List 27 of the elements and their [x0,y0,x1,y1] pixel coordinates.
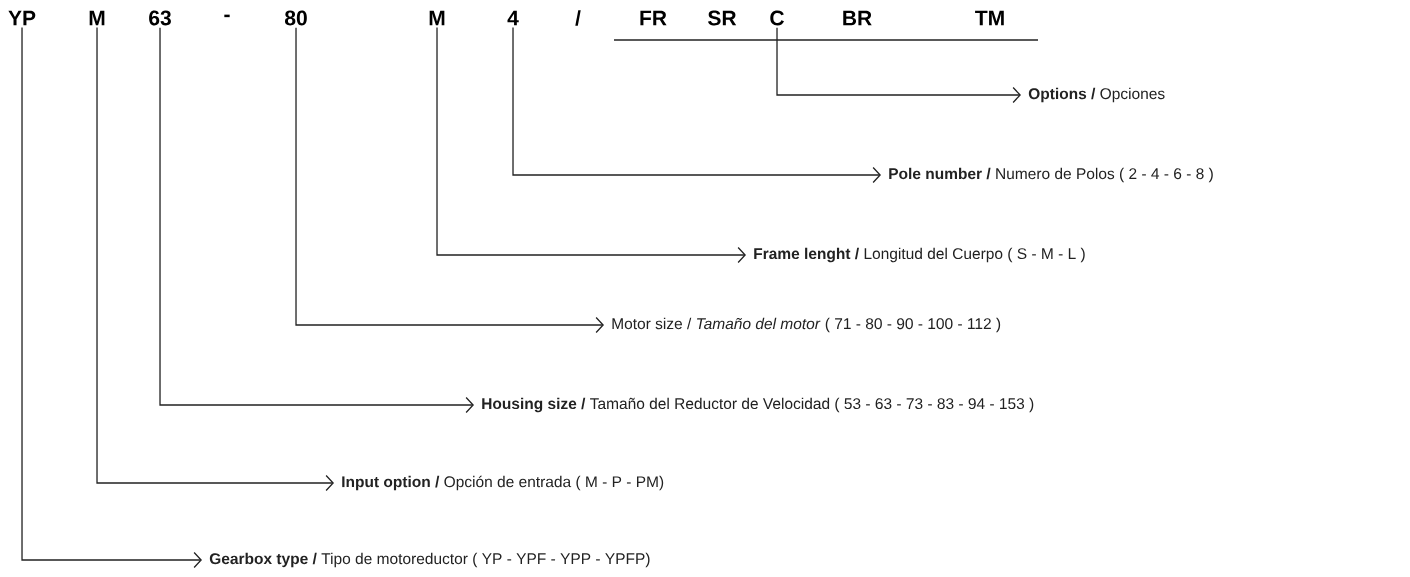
description-text: Gearbox type / Tipo de motoreductor ( YP - YPF - YPP - YPFP) [209,552,650,568]
description-text: Input option / Opción de entrada ( M - P - PM) [342,475,664,491]
code-letter: SR [708,10,737,26]
code-letter: M [429,10,445,26]
arrow [159,27,474,414]
description-text: Frame lenght / Longitud del Cuerpo ( S - M - L ) [754,247,1085,263]
code-letter: - [224,14,230,18]
code-letter: 63 [149,10,171,26]
code-letter: 4 [507,10,519,26]
code-letter: YP [8,10,36,26]
code-letter: C [770,10,784,26]
description-text: Housing size / Tamaño del Reductor de Velocidad ( 53 - 63 - 73 - 83 - 94 - 153 ) [482,397,1034,413]
code-letter: BR [843,10,872,26]
code-letter: 80 [285,10,307,26]
code-letter: / [575,10,581,26]
description-text: Motor size / Tamaño del motor ( 71 - 80 - 90 - 100 - 112 ) [612,317,1001,333]
description-text: Pole number / Numero de Polos ( 2 - 4 - 6 - 8 ) [889,167,1213,183]
arrow [295,27,604,334]
code-letter: TM [975,10,1004,26]
arrow [96,26,334,492]
arrow [512,26,881,184]
arrow [776,27,1021,104]
arrow [436,26,746,264]
arrow [21,26,202,569]
code-letter: FR [640,10,667,26]
code-letter: M [89,10,105,26]
description-text: Options / Opciones [1028,87,1165,103]
